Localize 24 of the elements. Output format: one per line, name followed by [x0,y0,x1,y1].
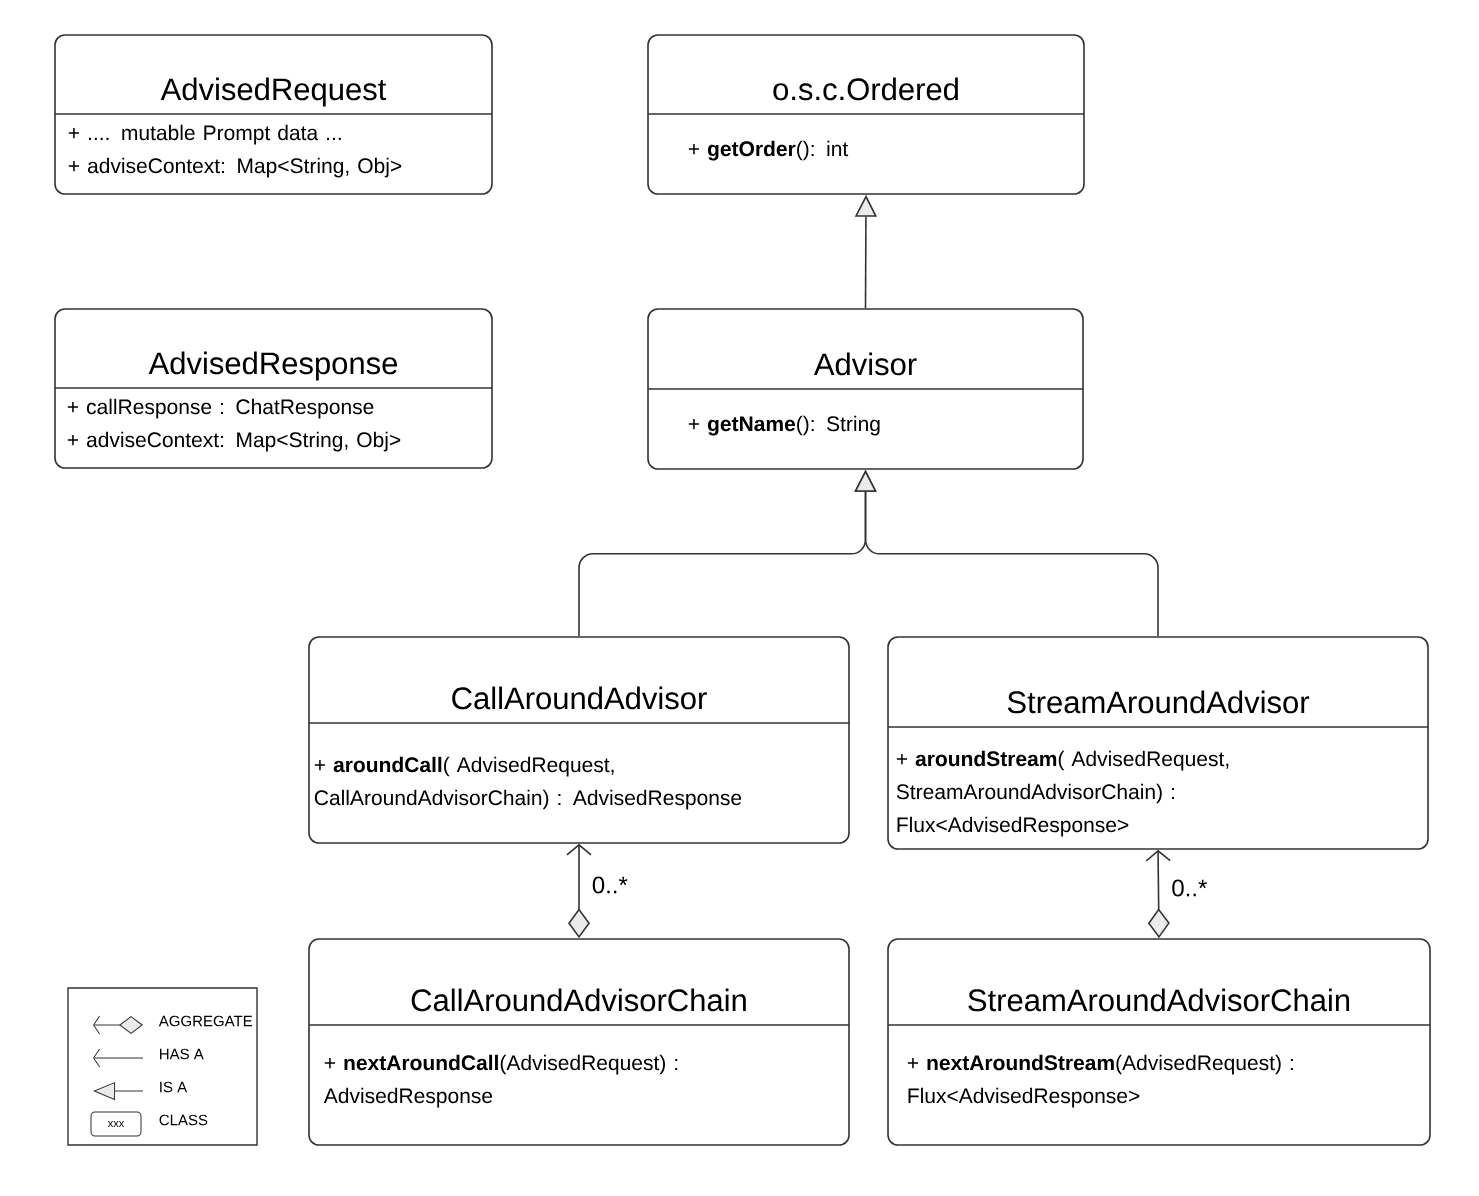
multiplicity-label: 0..* [592,876,628,894]
class-name: StreamAroundAdvisor [1007,690,1310,714]
member-text: + .... mutable Prompt data ... [68,124,341,145]
member-text: + callResponse : ChatResponse [67,398,374,419]
member-text: + getOrder(): int [688,140,849,161]
member-text: + nextAroundCall(AdvisedRequest) : AdvisedResponse [323,1054,678,1108]
class-name: Advisor [813,352,917,376]
class-name: o.s.c.Ordered [773,77,958,101]
class-name: AdvisedResponse [148,351,398,381]
class-name: AdvisedRequest [160,77,387,107]
legend-text: AGGREGATE [158,1015,253,1027]
class-name: CallAroundAdvisorChain [411,988,746,1012]
legend-text: HAS A [160,1048,204,1060]
member-text: + aroundStream( AdvisedRequest, StreamAroundAdvisorChain) : Flux<AdvisedResponse> [896,750,1229,837]
class-name: CallAroundAdvisor [452,686,707,710]
member-text: + adviseContext: Map<String, Obj> [67,431,401,452]
multiplicity-label: 0..* [1172,879,1207,897]
legend-text: CLASS [159,1114,208,1126]
member-text: + getName(): String [688,415,880,436]
member-text: + nextAroundStream(AdvisedRequest) : Flux<AdvisedResponse> [907,1054,1293,1108]
member-text: + adviseContext: Map<String, Obj> [68,157,402,178]
legend-text: IS A [160,1081,188,1093]
class-name: StreamAroundAdvisorChain [968,988,1350,1012]
member-text: + aroundCall( AdvisedRequest, CallAroundAdvisorChain) : AdvisedResponse [314,756,742,810]
